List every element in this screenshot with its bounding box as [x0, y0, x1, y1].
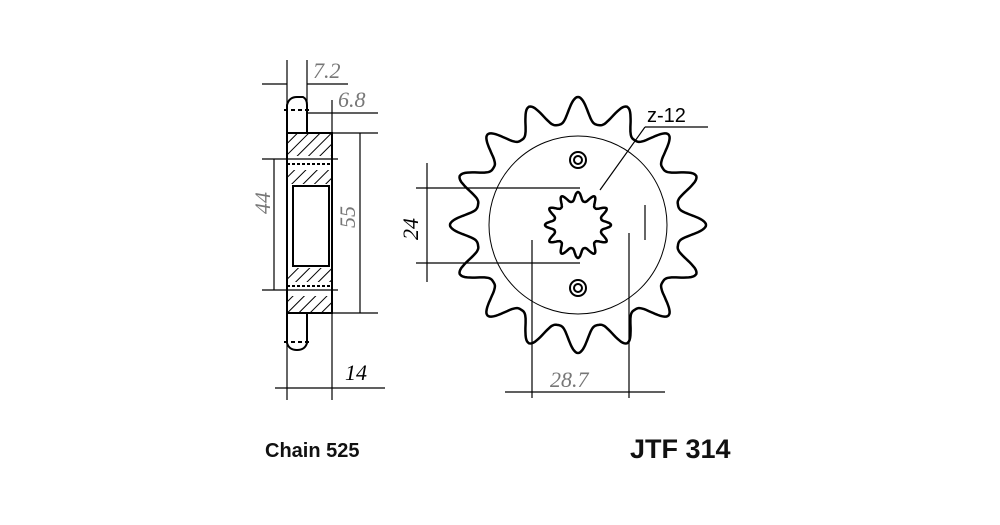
dim-44: 44 [250, 192, 275, 214]
dim-55: 55 [335, 206, 360, 228]
spline-teeth-label: z-12 [647, 105, 686, 127]
front-view [416, 95, 708, 398]
side-view [284, 96, 333, 352]
dim-6-8: 6.8 [338, 87, 366, 112]
sprocket-outline [448, 95, 708, 355]
dim-28-7: 28.7 [550, 367, 590, 392]
spline-outline [543, 190, 613, 260]
dim-7-2: 7.2 [313, 58, 341, 83]
chain-label: Chain 525 [265, 440, 360, 462]
dim-14: 14 [345, 360, 367, 385]
dim-24: 24 [398, 218, 423, 240]
side-dimension-lines [262, 60, 385, 400]
part-number: JTF 314 [630, 434, 731, 464]
